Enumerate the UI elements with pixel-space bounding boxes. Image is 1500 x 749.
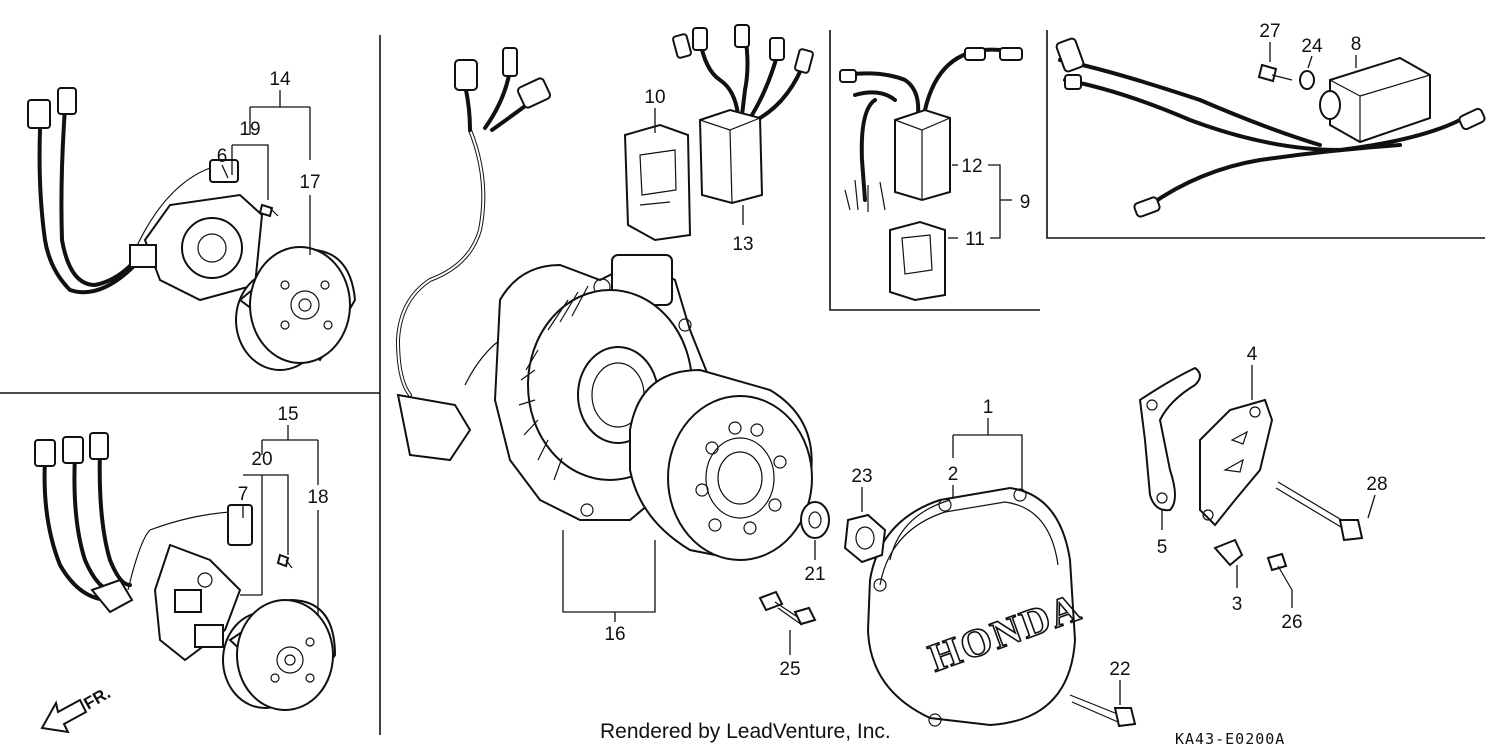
guard-4[interactable] <box>1199 365 1274 527</box>
callout-12: 12 <box>961 156 982 177</box>
callout-4: 4 <box>1247 344 1258 365</box>
main-flywheel[interactable] <box>629 368 813 562</box>
callout-21: 21 <box>804 564 825 585</box>
callout-1: 1 <box>983 397 994 418</box>
callout-15: 15 <box>277 404 298 425</box>
washer-21[interactable] <box>800 501 830 560</box>
callout-18: 18 <box>307 487 328 508</box>
cdi-holder-11[interactable] <box>889 220 946 302</box>
callout-19: 19 <box>239 119 260 140</box>
callout-9: 9 <box>1020 192 1031 213</box>
callout-2: 2 <box>948 464 959 485</box>
clamp-3[interactable] <box>1213 538 1244 588</box>
callout-26: 26 <box>1281 612 1302 633</box>
cdi-unit-13[interactable] <box>672 24 814 205</box>
lower-left-stator-assembly[interactable] <box>34 432 293 662</box>
panel-dividers <box>0 30 1485 735</box>
callout-22: 22 <box>1109 659 1130 680</box>
generator-cover[interactable]: HONDA <box>866 486 1088 727</box>
ignition-coil-8[interactable] <box>1319 56 1431 144</box>
cover-leaders <box>952 418 1023 498</box>
coil-leaders <box>1269 42 1357 69</box>
callout-23: 23 <box>851 466 872 487</box>
callout-20: 20 <box>251 449 272 470</box>
bolt-22[interactable] <box>1069 680 1137 728</box>
callout-27: 27 <box>1259 21 1280 42</box>
upper-left-stator-assembly[interactable] <box>27 87 279 302</box>
bolt-25[interactable] <box>758 590 817 655</box>
lower-left-flywheel[interactable] <box>222 598 337 711</box>
callout-13: 13 <box>732 234 753 255</box>
callout-17: 17 <box>299 172 320 193</box>
callout-25: 25 <box>779 659 800 680</box>
upper-left-flywheel[interactable] <box>235 246 357 371</box>
callout-24: 24 <box>1301 36 1323 57</box>
footer-credit: Rendered by LeadVenture, Inc. <box>600 720 891 743</box>
cdi-unit-12[interactable] <box>839 47 1023 212</box>
callout-16: 16 <box>604 624 625 645</box>
gasket-2[interactable] <box>889 499 951 561</box>
center-leaders <box>562 530 656 622</box>
callout-28: 28 <box>1366 474 1387 495</box>
callout-labels: 1 2 3 4 5 6 7 8 9 10 11 12 13 14 15 16 1… <box>217 21 1388 680</box>
front-direction-arrow: FR. <box>40 683 114 734</box>
callout-10: 10 <box>644 87 665 108</box>
bolt-26[interactable] <box>1266 552 1293 608</box>
lower-left-leaders <box>240 425 319 615</box>
cdi-holder-10[interactable] <box>623 123 692 242</box>
bolt-27[interactable] <box>1257 63 1293 83</box>
upper-left-leaders <box>221 90 311 255</box>
main-wiring-harness[interactable] <box>395 47 552 462</box>
cdi-leaders <box>654 108 744 225</box>
diagram-code: KA43-E0200A <box>1175 730 1285 748</box>
callout-6: 6 <box>217 146 228 167</box>
callout-5: 5 <box>1157 537 1168 558</box>
nut-23[interactable] <box>843 487 887 564</box>
bolt-28[interactable] <box>1275 481 1376 542</box>
ignition-coil-harness[interactable] <box>1055 37 1486 218</box>
cdi-kit-leaders <box>948 164 1012 239</box>
callout-3: 3 <box>1232 594 1243 615</box>
callout-7: 7 <box>238 484 249 505</box>
callout-8: 8 <box>1351 34 1362 55</box>
callout-11: 11 <box>965 229 985 250</box>
washer-24[interactable] <box>1299 70 1315 90</box>
callout-14: 14 <box>269 69 291 90</box>
bracket-5[interactable] <box>1138 366 1201 530</box>
